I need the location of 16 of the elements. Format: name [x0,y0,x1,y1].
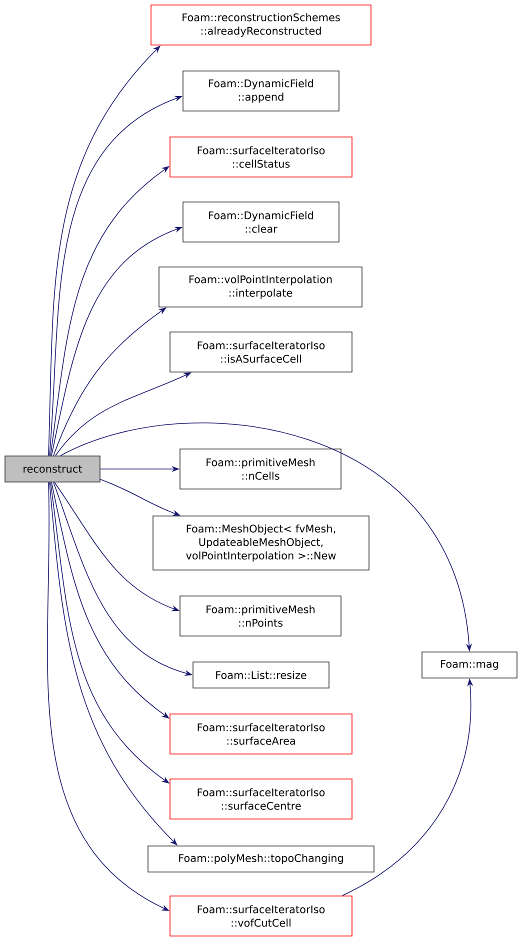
function-box: Foam::primitiveMesh ::nPoints [180,596,342,636]
function-box: Foam::DynamicField ::append [182,70,340,112]
function-box: Foam::surfaceIteratorIso ::surfaceCentre [170,778,352,820]
function-box: Foam::reconstructionSchemes ::alreadyReconstructed [150,4,372,46]
function-box: Foam::volPointInterpolation ::interpolate [158,266,362,308]
function-box: Foam::primitiveMesh ::nCells [180,448,342,490]
function-box: Foam::List::resize [192,662,330,688]
function-box: reconstruct [4,456,100,482]
function-box: Foam::MeshObject< fvMesh, UpdateableMeshObject, volPointInterpolation >::New [152,516,370,570]
function-box: Foam::surfaceIteratorIso ::vofCutCell [170,896,352,936]
function-box: Foam::surfaceIteratorIso ::cellStatus [170,136,352,178]
function-box: Foam::polyMesh::topoChanging [148,846,374,872]
function-box: Foam::surfaceIteratorIso ::surfaceArea [170,714,352,754]
function-box: Foam::DynamicField ::clear [182,202,340,242]
function-box: Foam::surfaceIteratorIso ::isASurfaceCell [170,332,352,372]
function-box: Foam::mag [422,652,518,678]
